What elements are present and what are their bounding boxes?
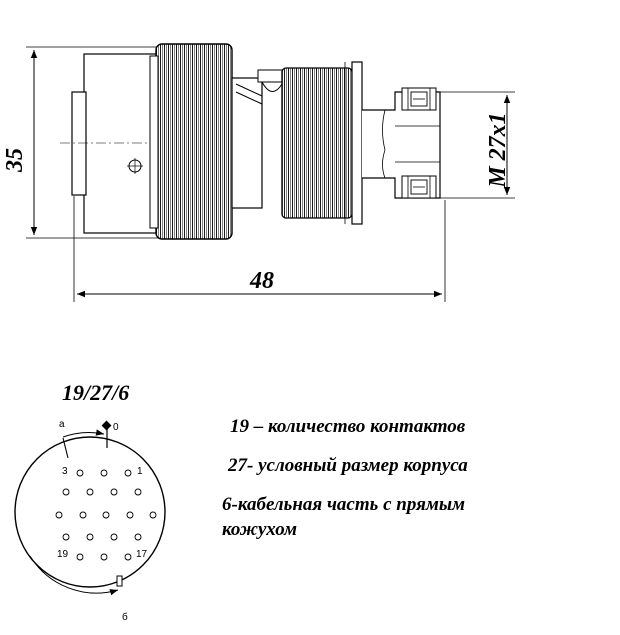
cable-clamp bbox=[362, 91, 441, 199]
contact-pin bbox=[110, 533, 118, 541]
contact-pin bbox=[124, 553, 132, 561]
length-dimension-label: 48 bbox=[249, 268, 274, 294]
neck-collar bbox=[257, 69, 285, 83]
key-a bbox=[62, 437, 69, 459]
label-a: а bbox=[59, 419, 65, 430]
contact-pin bbox=[100, 469, 108, 477]
pin-number-17: 17 bbox=[136, 549, 148, 560]
label-b: б bbox=[122, 611, 128, 623]
thread-dimension-label: M 27x1 bbox=[485, 112, 511, 188]
contact-pin bbox=[86, 488, 94, 496]
legend-line-3b: кожухом bbox=[222, 519, 298, 540]
clamp-ring bbox=[281, 67, 353, 219]
angle-arc-b bbox=[29, 555, 119, 596]
legend-line-2: 27- условный размер корпуса bbox=[228, 455, 468, 476]
sleeve bbox=[351, 61, 363, 225]
contact-pin bbox=[86, 533, 94, 541]
contact-pin bbox=[126, 511, 134, 519]
connector-side-view bbox=[26, 43, 515, 302]
contact-pin bbox=[100, 553, 108, 561]
contact-pin bbox=[124, 469, 132, 477]
angle-arc-a bbox=[62, 429, 105, 438]
contact-pin bbox=[149, 511, 157, 519]
pin-number-1: 1 bbox=[137, 466, 143, 477]
rear-cap bbox=[71, 91, 87, 196]
zero-marker-icon bbox=[101, 420, 112, 431]
contact-pin bbox=[134, 533, 142, 541]
pin-number-19: 19 bbox=[57, 549, 69, 560]
contact-pin bbox=[76, 553, 84, 561]
contact-pin bbox=[110, 488, 118, 496]
pinout-face bbox=[14, 420, 166, 596]
contact-pin bbox=[55, 511, 63, 519]
coupling-nut bbox=[155, 43, 233, 240]
key-b bbox=[116, 575, 123, 587]
designation-code: 19/27/6 bbox=[62, 380, 129, 405]
contact-pin bbox=[79, 511, 87, 519]
contact-pin bbox=[102, 511, 110, 519]
pin-number-3: 3 bbox=[62, 466, 68, 477]
contact-pin bbox=[134, 488, 142, 496]
contact-pin bbox=[76, 469, 84, 477]
label-zero: 0 bbox=[113, 422, 119, 433]
neck bbox=[231, 77, 263, 209]
legend-line-3a: 6-кабельная часть с прямым bbox=[222, 494, 466, 515]
insert-outline bbox=[14, 436, 166, 588]
contact-pins bbox=[55, 469, 157, 561]
rear-body bbox=[83, 53, 160, 234]
contact-pin bbox=[62, 488, 70, 496]
contact-pin bbox=[62, 533, 70, 541]
coupling-nut-lip bbox=[149, 55, 159, 229]
height-dimension-label: 35 bbox=[2, 148, 28, 173]
legend-line-1: 19 – количество контактов bbox=[230, 416, 466, 437]
